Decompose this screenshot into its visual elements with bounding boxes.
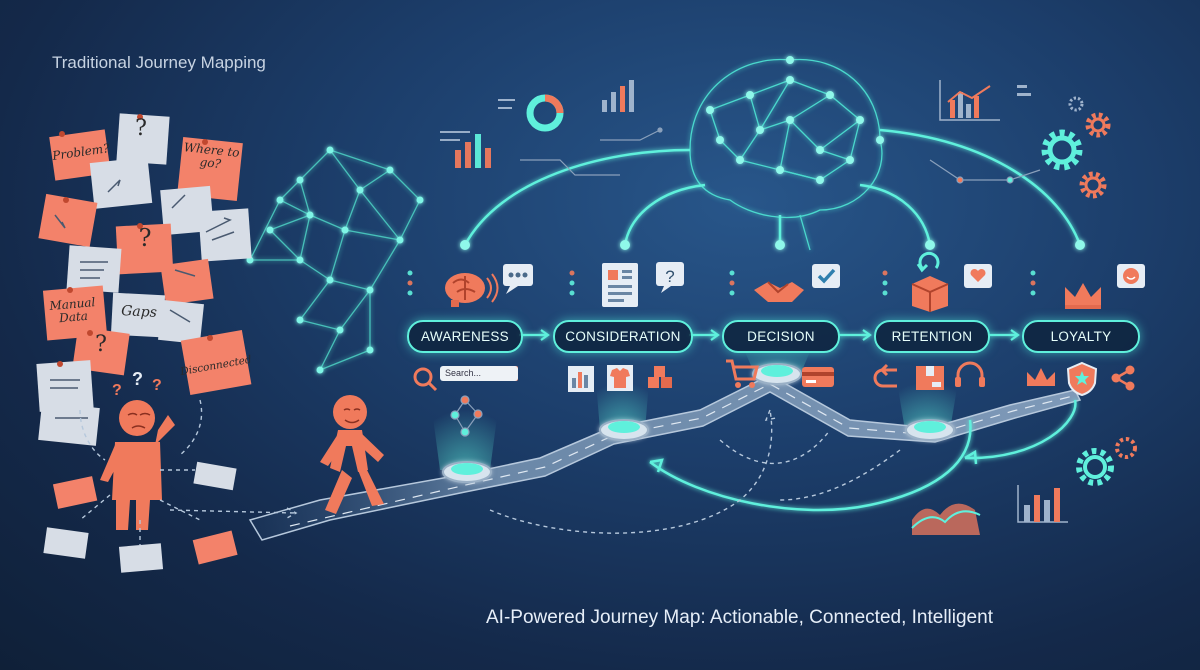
feedback-loops [649, 399, 1077, 512]
boxes-icon [648, 366, 672, 388]
return-icon [873, 363, 897, 388]
svg-text:?: ? [132, 369, 143, 389]
stage-retention[interactable]: RETENTION [874, 320, 990, 353]
chat-icon [503, 264, 533, 294]
card-icon [802, 367, 834, 387]
heart-icon [964, 264, 992, 288]
stage-decision[interactable]: DECISION [722, 320, 840, 353]
stage-awareness[interactable]: AWARENESS [407, 320, 523, 353]
note-gaps: Gaps [120, 303, 158, 321]
traditional-title: Traditional Journey Mapping [52, 53, 266, 72]
search-icon [413, 367, 438, 392]
note-question-3: ? [95, 332, 107, 357]
cart-icon [726, 359, 759, 388]
stage-arrows [519, 329, 1020, 341]
journey-road [248, 374, 1082, 541]
package-icon [916, 366, 944, 390]
gear-icon-tiny [1068, 96, 1084, 112]
scattered-papers [43, 461, 238, 573]
gear-icon-top-mid [1079, 171, 1107, 199]
chart-icon [440, 131, 491, 168]
question-marks: ? ? ? [112, 369, 162, 399]
shield-star-icon [1066, 361, 1098, 397]
crown-icon [1065, 283, 1101, 309]
handshake-icon [754, 281, 804, 302]
headset-icon [955, 361, 985, 387]
share-icon [1111, 365, 1135, 391]
dots [407, 270, 1036, 296]
brain-icon [445, 273, 499, 307]
line-chart-icon-top [939, 80, 1000, 121]
gear-icon-bottom-big [1076, 448, 1114, 486]
brain-arcs [463, 128, 1082, 246]
crown-small-icon [1027, 368, 1055, 386]
sticky-notes [36, 113, 252, 446]
network-web [248, 149, 421, 372]
bar-chart-bottom-icon [1017, 485, 1068, 523]
confused-person [100, 400, 175, 530]
stage-loyalty[interactable]: LOYALTY [1022, 320, 1140, 353]
gear-icon-top-small [1085, 112, 1111, 138]
confusion-arrows [79, 399, 298, 545]
pie-chart-icon [498, 94, 564, 132]
brain-nodes [706, 56, 884, 184]
gear-icon-top-big [1041, 129, 1083, 171]
brain-network [689, 58, 883, 251]
box-icon [911, 251, 949, 312]
note-question-2: ? [138, 224, 152, 252]
node-tree [450, 395, 483, 437]
note-question-1: ? [135, 116, 147, 141]
document-icon [602, 263, 638, 307]
dashed-loops [489, 409, 901, 534]
question-icon [656, 262, 684, 293]
network-nodes [246, 146, 424, 374]
shirt-icon [607, 365, 633, 391]
question-mark-glyph: ? [665, 267, 674, 286]
bar-icon-top [602, 80, 634, 112]
checkmark-icon [812, 264, 840, 288]
gear-icon-bottom-small [1115, 437, 1137, 459]
note-manual-data: Manual Data [48, 295, 96, 326]
svg-text:?: ? [112, 382, 122, 399]
svg-text:?: ? [152, 377, 162, 394]
stage-consideration[interactable]: CONSIDERATION [553, 320, 693, 353]
search-input[interactable]: Search... [440, 366, 518, 381]
smiley-icon [1117, 264, 1145, 288]
area-chart-icon [911, 503, 981, 535]
road-markers [442, 363, 955, 483]
walking-person [320, 395, 384, 514]
ai-journey-title: AI-Powered Journey Map: Actionable, Conn… [486, 607, 993, 628]
bar-chart-icon [568, 366, 594, 392]
